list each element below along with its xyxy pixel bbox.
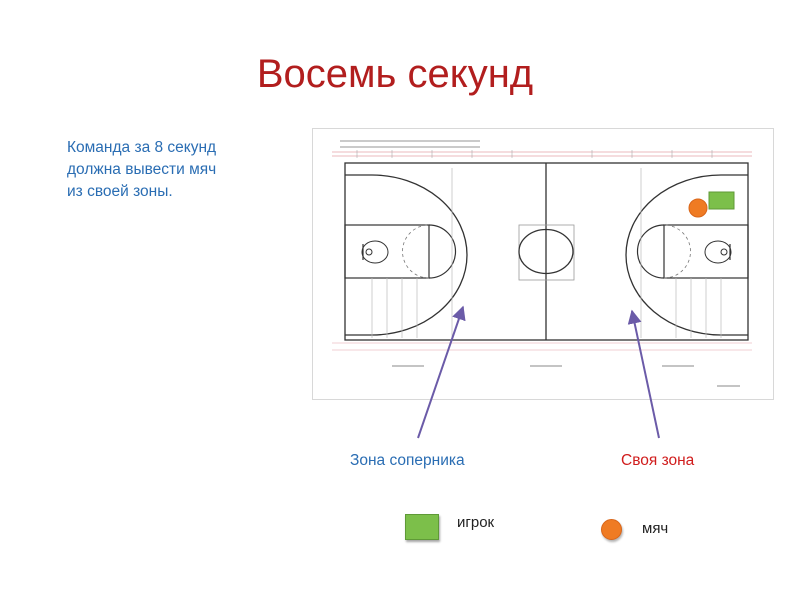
center-circle	[518, 228, 574, 275]
left-free-throw-circle	[428, 224, 457, 279]
own-zone-label: Своя зона	[621, 452, 695, 469]
slide-title: Восемь секунд	[256, 52, 534, 96]
description-line-3: из своей зоны.	[67, 183, 173, 200]
right-basket	[720, 248, 728, 256]
description-text: Команда за 8 секунд должна вывести мяч и…	[67, 137, 297, 203]
left-basket	[365, 248, 373, 256]
right-restricted-arc	[704, 240, 732, 264]
description-line-2: должна вывести мяч	[67, 161, 217, 178]
left-three-point-arc	[345, 174, 468, 336]
player-marker	[708, 191, 735, 210]
tick-marks	[356, 150, 713, 158]
header-text-lines	[340, 140, 480, 148]
ball-marker	[688, 198, 708, 218]
legend-player-icon	[405, 514, 439, 540]
left-restricted-arc	[361, 240, 389, 264]
legend-ball-icon	[601, 519, 622, 540]
basketball-court-diagram	[312, 128, 774, 400]
right-free-throw-circle	[636, 224, 665, 279]
right-three-point-arc	[625, 174, 748, 336]
description-line-1: Команда за 8 секунд	[67, 139, 217, 156]
legend-ball-label: мяч	[642, 520, 669, 537]
opponent-zone-label: Зона соперника	[350, 452, 465, 469]
legend-player-label: игрок	[457, 514, 495, 531]
dimension-lines	[332, 151, 752, 157]
